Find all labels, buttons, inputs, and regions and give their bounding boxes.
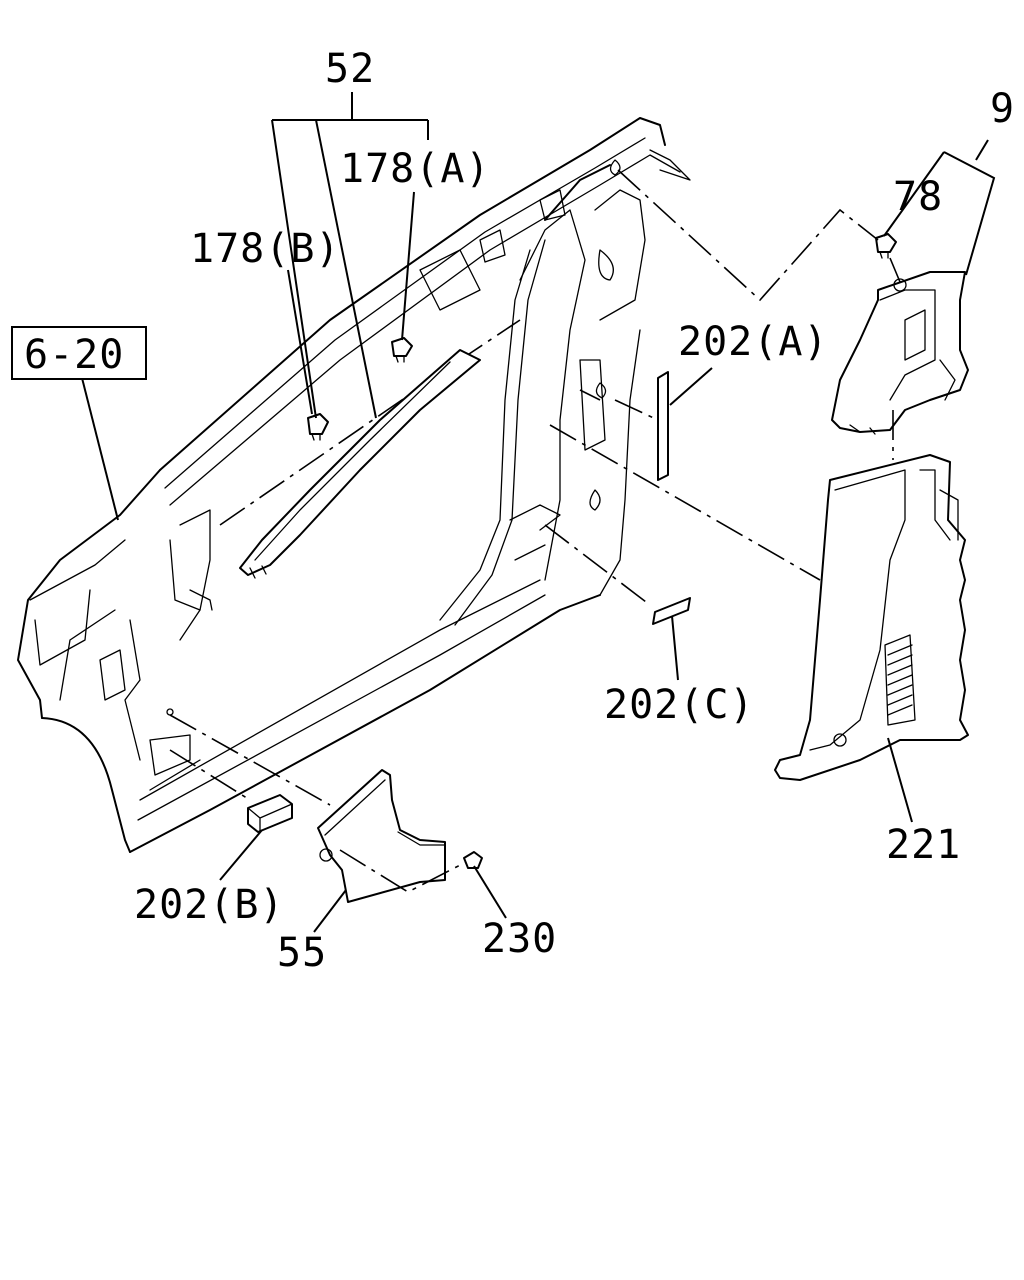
b-pillar-upper-trim [831, 271, 969, 435]
label-178b: 178(B) [190, 226, 341, 272]
label-230: 230 [482, 916, 557, 962]
tape-202c [652, 597, 691, 625]
clip-78 [875, 233, 897, 259]
part-labels: 52 9 178(A) 178(B) 78 6-20 202(A) 202(C)… [24, 46, 1015, 976]
pad-202b [247, 794, 293, 833]
b-pillar-lower-trim [774, 454, 969, 781]
clip-178a [391, 337, 413, 363]
label-178a: 178(A) [340, 146, 491, 192]
label-78: 78 [893, 174, 943, 220]
label-6-20: 6-20 [24, 332, 124, 378]
reference-box-6-20 [11, 326, 147, 380]
leader-lines [81, 92, 996, 933]
tape-202a [657, 371, 669, 481]
a-pillar-trim [239, 349, 481, 579]
label-221: 221 [886, 822, 961, 868]
clip-178b [307, 413, 329, 441]
label-9: 9 [990, 86, 1015, 132]
installation-lines [169, 169, 901, 893]
screw-230 [463, 851, 483, 869]
label-202b: 202(B) [134, 882, 285, 928]
label-202a: 202(A) [678, 319, 829, 365]
body-side-panel [17, 117, 691, 853]
label-202c: 202(C) [604, 682, 755, 728]
label-52: 52 [325, 46, 375, 92]
kick-panel [317, 769, 446, 903]
label-55: 55 [277, 930, 327, 976]
